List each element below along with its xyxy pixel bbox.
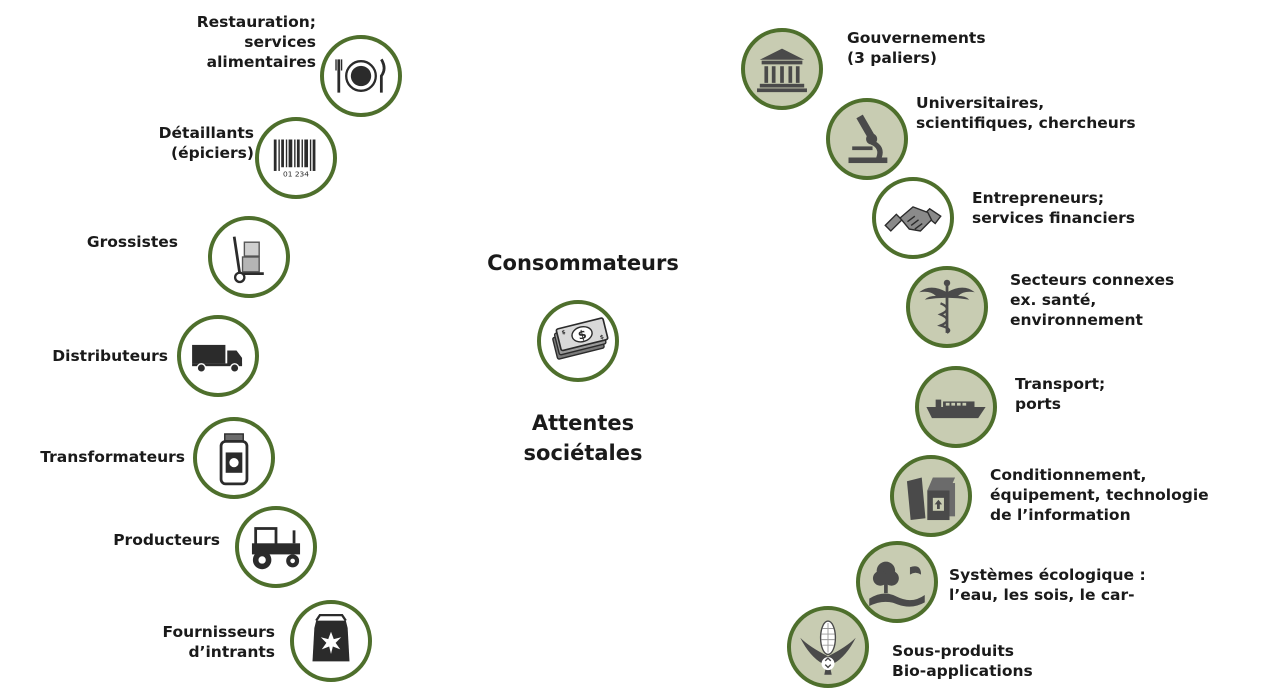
corn-recycle-icon bbox=[787, 606, 869, 688]
left-label-distributeurs: Distributeurs bbox=[52, 346, 168, 366]
ship-icon bbox=[915, 366, 997, 448]
right-label-sous-produits: Sous-produits Bio-applications bbox=[892, 641, 1033, 681]
hand-truck-icon bbox=[208, 216, 290, 298]
label-line: services bbox=[244, 33, 316, 51]
government-building-icon bbox=[741, 28, 823, 110]
label-line: services financiers bbox=[972, 209, 1136, 227]
svg-text:$: $ bbox=[561, 330, 566, 337]
left-label-transformateurs: Transformateurs bbox=[40, 447, 185, 467]
label-line: Transport; bbox=[1015, 375, 1106, 393]
microscope-icon bbox=[826, 98, 908, 180]
societal-expectations-line1: Attentes bbox=[531, 411, 635, 435]
barcode-icon: 01 234 bbox=[255, 117, 337, 199]
label-line: Restauration; bbox=[196, 13, 316, 31]
label-line: scientifiques, chercheurs bbox=[916, 114, 1136, 132]
handshake-icon bbox=[872, 177, 954, 259]
label-line: (3 paliers) bbox=[847, 49, 937, 67]
label-line: Transformateurs bbox=[40, 448, 185, 466]
label-line: Bio-applications bbox=[892, 662, 1033, 680]
right-label-entrepreneurs: Entrepreneurs; services financiers bbox=[972, 188, 1135, 228]
ecosystem-tree-icon bbox=[856, 541, 938, 623]
label-line: environnement bbox=[1010, 311, 1143, 329]
label-line: Entrepreneurs; bbox=[972, 189, 1105, 207]
left-label-restauration: Restauration; services alimentaires bbox=[197, 12, 316, 72]
label-line: équipement, technologie bbox=[990, 486, 1209, 504]
right-label-transport: Transport; ports bbox=[1015, 374, 1105, 414]
label-line: Secteurs connexes bbox=[1010, 271, 1175, 289]
label-line: Sous-produits bbox=[892, 642, 1014, 660]
left-label-detaillants: Détaillants (épiciers) bbox=[159, 123, 254, 163]
label-line: ex. santé, bbox=[1010, 291, 1097, 309]
right-label-universitaires: Universitaires, scientifiques, chercheur… bbox=[916, 93, 1136, 133]
right-label-conditionnement: Conditionnement, équipement, technologie… bbox=[990, 465, 1209, 525]
svg-text:$: $ bbox=[576, 327, 588, 343]
svg-text:$: $ bbox=[599, 334, 604, 341]
label-line: (épiciers) bbox=[171, 144, 254, 162]
left-label-fournisseurs: Fournisseurs d’intrants bbox=[162, 622, 275, 662]
caduceus-icon bbox=[906, 266, 988, 348]
money-icon: $ $ $ bbox=[537, 300, 619, 382]
label-line: Gouvernements bbox=[847, 29, 986, 47]
label-line: d’intrants bbox=[188, 643, 275, 661]
right-label-secteurs-connexes: Secteurs connexes ex. santé, environneme… bbox=[1010, 270, 1174, 330]
right-label-gouvernements: Gouvernements (3 paliers) bbox=[847, 28, 986, 68]
label-line: Grossistes bbox=[86, 233, 178, 251]
label-line: Fournisseurs bbox=[162, 623, 275, 641]
label-line: alimentaires bbox=[206, 53, 316, 71]
label-line: de l’information bbox=[990, 506, 1131, 524]
societal-expectations-line2: sociétales bbox=[523, 441, 643, 465]
label-line: Détaillants bbox=[158, 124, 254, 142]
label-line: ports bbox=[1015, 395, 1062, 413]
truck-icon bbox=[177, 315, 259, 397]
plate-cutlery-icon bbox=[320, 35, 402, 117]
jar-icon bbox=[193, 417, 275, 499]
label-line: Universitaires, bbox=[916, 94, 1045, 112]
label-line: l’eau, les sois, le car- bbox=[949, 586, 1135, 604]
seed-bag-icon bbox=[290, 600, 372, 682]
packaging-box-icon bbox=[890, 455, 972, 537]
left-label-producteurs: Producteurs bbox=[113, 530, 220, 550]
label-line: Conditionnement, bbox=[990, 466, 1147, 484]
consumers-title: Consommateurs bbox=[487, 251, 679, 275]
label-line: Systèmes écologique : bbox=[949, 566, 1146, 584]
barcode-digits: 01 234 bbox=[283, 170, 309, 179]
tractor-icon bbox=[235, 506, 317, 588]
label-line: Distributeurs bbox=[52, 347, 168, 365]
label-line: Producteurs bbox=[113, 531, 220, 549]
right-label-systemes-ecologique: Systèmes écologique : l’eau, les sois, l… bbox=[949, 565, 1146, 605]
left-label-grossistes: Grossistes bbox=[87, 232, 178, 252]
